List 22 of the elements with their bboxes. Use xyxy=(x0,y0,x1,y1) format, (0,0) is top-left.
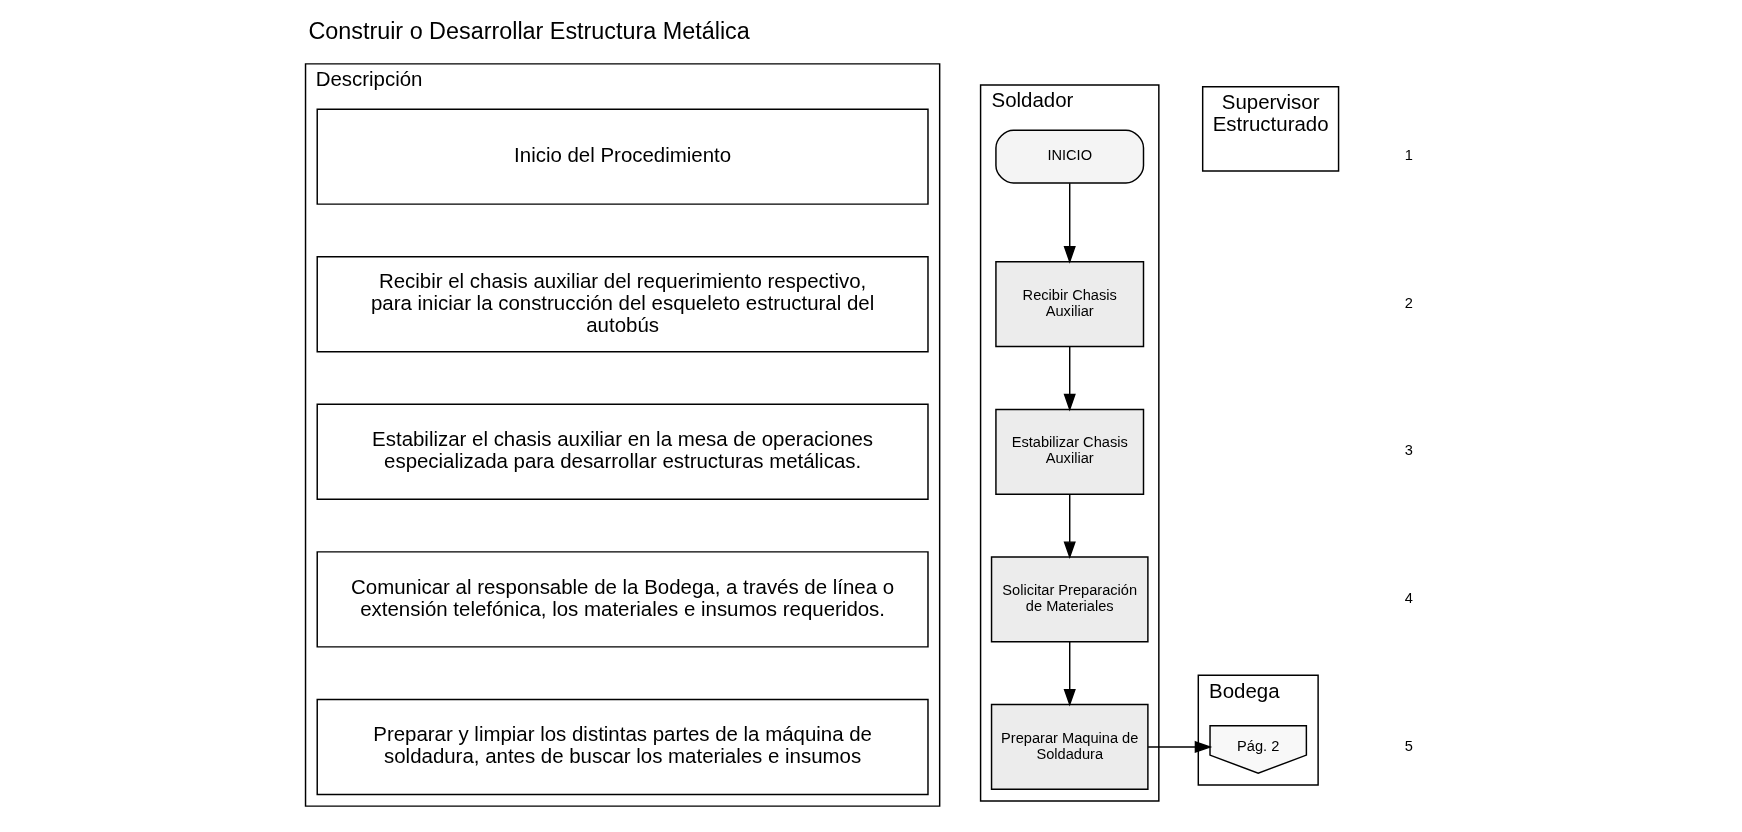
arrow xyxy=(1063,346,1076,412)
label: 5 xyxy=(1404,737,1413,754)
label: 3 xyxy=(1404,442,1413,459)
node-box: Solicitar Preparación de Materiales xyxy=(990,556,1149,643)
node-box: Inicio del Procedimiento xyxy=(316,108,929,205)
node-box: INICIO xyxy=(995,129,1145,184)
node-box: Estabilizar el chasis auxiliar en la mesa de operaciones especializada para desarrollar estructuras metálicas. xyxy=(316,403,929,501)
label: 1 xyxy=(1404,147,1413,164)
node-box: Comunicar al responsable de la Bodega, a través de línea o extensión telefónica, los materiales e insumos requeridos. xyxy=(316,551,929,648)
node-box: Supervisor Estructurado xyxy=(1201,86,1340,172)
node-box: Estabilizar Chasis Auxiliar xyxy=(995,408,1145,495)
node-box: Recibir el chasis auxiliar del requerimiento respectivo, para iniciar la construcción del esqueleto estructural del autobús xyxy=(316,256,929,353)
diagram-title: Construir o Desarrollar Estructura Metálica xyxy=(308,17,750,44)
node-box: Preparar Maquina de Soldadura xyxy=(990,703,1149,791)
node-box: Recibir Chasis Auxiliar xyxy=(995,261,1145,348)
arrow xyxy=(1063,641,1076,707)
arrow xyxy=(1063,182,1076,264)
node-box: Preparar y limpiar los distintas partes de la máquina de soldadura, antes de buscar los materiales e insumos xyxy=(316,698,929,796)
arrow xyxy=(1147,740,1213,754)
label: 2 xyxy=(1404,294,1413,311)
label: 4 xyxy=(1404,590,1413,607)
arrow xyxy=(1063,493,1076,559)
